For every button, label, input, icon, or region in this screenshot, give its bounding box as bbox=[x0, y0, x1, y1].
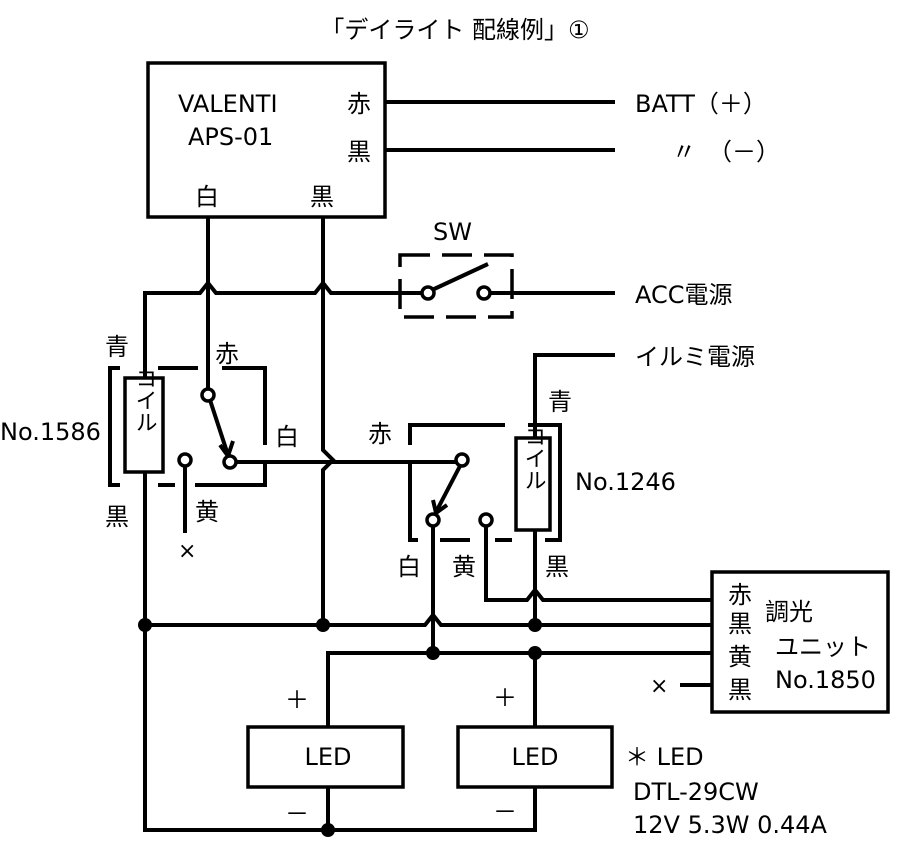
acc-label: ACC電源 bbox=[635, 281, 733, 309]
dimmer-title1: 調光 bbox=[765, 598, 813, 626]
dimmer-title2: ユニット bbox=[775, 633, 871, 661]
relay2-model: No.1246 bbox=[575, 468, 676, 496]
ground-bus bbox=[145, 611, 712, 627]
relay1-yellow-label: 黄 bbox=[195, 498, 219, 526]
illumi-label: イルミ電源 bbox=[635, 343, 755, 371]
relay-1246: コイル No.1246 青 黒 赤 白 黄 bbox=[368, 388, 676, 581]
relay1-coil-label: コイル bbox=[132, 367, 157, 433]
led2-minus: － bbox=[493, 798, 517, 826]
dimmer-nc-mark: × bbox=[650, 674, 668, 699]
led-minus-bus bbox=[143, 625, 537, 832]
relay2-black-label: 黒 bbox=[545, 553, 569, 581]
switch-label: SW bbox=[433, 218, 472, 246]
relay2-red-label: 赤 bbox=[368, 420, 392, 448]
led2-label: LED bbox=[511, 743, 558, 771]
batt-plus-label: BATT（＋） bbox=[635, 90, 767, 118]
valenti-name: VALENTI bbox=[178, 90, 278, 118]
illumi-wire bbox=[533, 353, 615, 438]
dimmer-unit: 赤 黒 黄 黒 調光 ユニット No.1850 bbox=[710, 570, 890, 714]
diagram-title: 「デイライト 配線例」① bbox=[320, 16, 589, 44]
black-wire bbox=[321, 217, 336, 625]
relay1-blue-label: 青 bbox=[105, 333, 129, 361]
valenti-white-label: 白 bbox=[195, 183, 219, 211]
relay1-nc-mark: × bbox=[178, 539, 196, 564]
valenti-black-label: 黒 bbox=[347, 138, 371, 166]
batt-wires bbox=[385, 100, 615, 152]
relay-1586: コイル × No.1586 青 黒 赤 白 黄 bbox=[0, 333, 299, 564]
led-note-spec: 12V 5.3W 0.44A bbox=[633, 811, 828, 839]
acc-wire bbox=[143, 279, 615, 630]
led-note-model: DTL-29CW bbox=[633, 778, 759, 806]
led-2: LED ＋ － bbox=[456, 684, 614, 826]
relay1-red-label: 赤 bbox=[215, 340, 239, 368]
relay2-yellow-label: 黄 bbox=[452, 553, 476, 581]
led2-plus: ＋ bbox=[493, 684, 517, 712]
dimmer-pin-black: 黒 bbox=[728, 610, 752, 638]
led-plus-bus bbox=[326, 651, 712, 727]
valenti-red-label: 赤 bbox=[347, 90, 371, 118]
relay2-blue-label: 青 bbox=[548, 388, 572, 416]
led1-plus: ＋ bbox=[285, 686, 309, 714]
relay2-white-label: 白 bbox=[397, 553, 421, 581]
dimmer-pin-red: 赤 bbox=[728, 581, 752, 609]
dimmer-model: No.1850 bbox=[775, 666, 876, 694]
switch: SW bbox=[398, 218, 514, 319]
led-1: LED ＋ － bbox=[246, 686, 405, 828]
junction-dots bbox=[138, 618, 542, 837]
relay1-model: No.1586 bbox=[0, 418, 101, 446]
yellow-to-dimmer-wire bbox=[484, 526, 712, 602]
valenti-unit: VALENTI APS-01 赤 黒 白 黒 bbox=[146, 61, 387, 219]
valenti-black2-label: 黒 bbox=[310, 183, 334, 211]
valenti-model: APS-01 bbox=[188, 123, 273, 151]
batt-minus-label: 〃 （－） bbox=[672, 138, 780, 166]
led-note-title: ＊ LED bbox=[625, 743, 704, 771]
led1-label: LED bbox=[304, 743, 351, 771]
led1-minus: － bbox=[285, 800, 309, 828]
dimmer-pin-yellow: 黄 bbox=[728, 643, 752, 671]
dimmer-pin-black2: 黒 bbox=[728, 676, 752, 704]
relay1-white-label: 白 bbox=[275, 423, 299, 451]
relay1-black-label: 黒 bbox=[105, 503, 129, 531]
